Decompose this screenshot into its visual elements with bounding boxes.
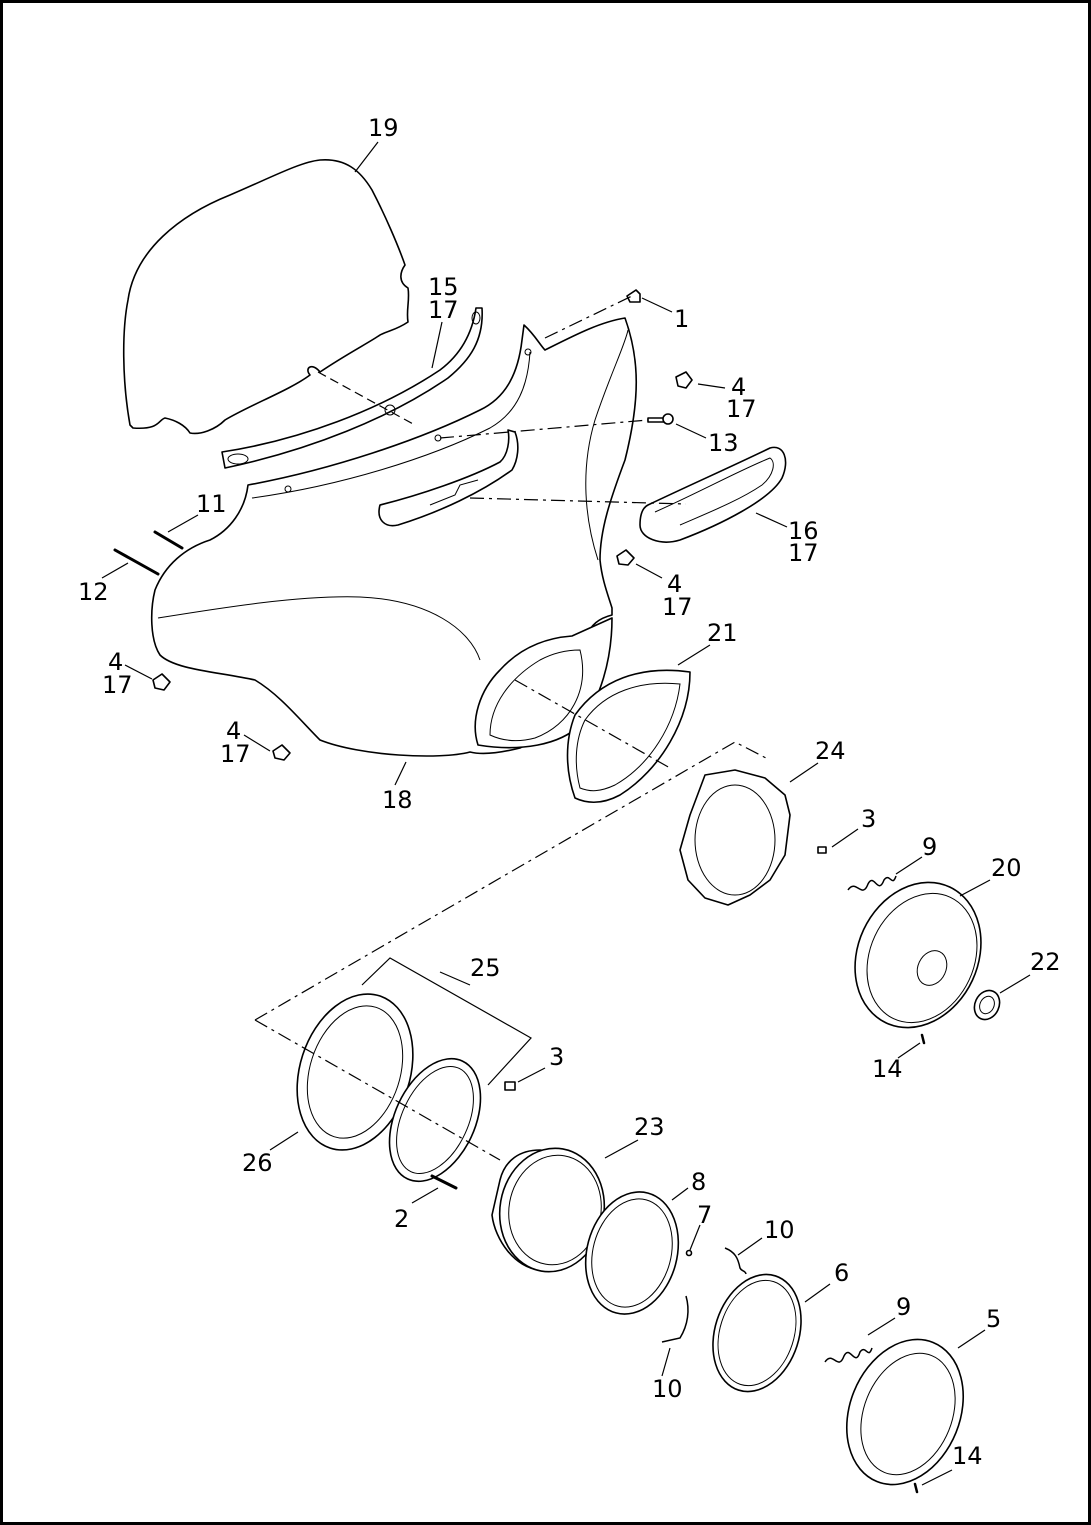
headlamp [491, 1147, 606, 1273]
inner-fairing-ring [566, 669, 691, 804]
wire-clip-lower [661, 1295, 689, 1343]
callout-16-17: 17 [788, 539, 819, 567]
callout-4-lower: 4 [226, 717, 241, 745]
lamp-emblem [973, 989, 1001, 1021]
callout-21: 21 [707, 619, 738, 647]
callout-16: 16 [788, 517, 819, 545]
callout-20: 20 [991, 854, 1022, 882]
clip-left [152, 673, 171, 691]
vent-trim [639, 446, 787, 543]
mounting-ring [296, 993, 414, 1151]
callout-9-lower: 9 [896, 1293, 911, 1321]
leader-lines [101, 141, 1031, 1486]
callout-22: 22 [1030, 948, 1061, 976]
headlamp-gasket [712, 1273, 802, 1393]
callout-4-left: 4 [108, 648, 123, 676]
callout-4-upper: 4 [731, 373, 746, 401]
wire-clip-upper [724, 1247, 747, 1275]
callout-9-upper: 9 [922, 833, 937, 861]
pin-11 [153, 530, 184, 550]
callout-5: 5 [986, 1305, 1001, 1333]
screw-14-upper [920, 1033, 926, 1045]
exploded-parts-diagram: 19 15 17 1 4 17 13 16 17 4 17 11 12 4 17… [78, 114, 1061, 1494]
windshield [122, 159, 410, 435]
callout-labels: 19 15 17 1 4 17 13 16 17 4 17 11 12 4 17… [78, 114, 1061, 1470]
callout-10-lower: 10 [652, 1375, 683, 1403]
callout-bracket-25 [361, 957, 532, 1086]
screw-1 [626, 289, 641, 303]
callout-3-upper: 3 [861, 805, 876, 833]
spring-lower [824, 1347, 873, 1363]
callout-4-left-17: 17 [102, 671, 133, 699]
callout-14-upper: 14 [872, 1055, 903, 1083]
screw-14-lower [913, 1482, 919, 1494]
callout-18: 18 [382, 786, 413, 814]
screw-3-lower [504, 1081, 516, 1091]
passing-lamp [854, 881, 982, 1029]
callout-14-lower: 14 [952, 1442, 983, 1470]
callout-2: 2 [394, 1205, 409, 1233]
mounting-bracket [679, 769, 791, 906]
bolt-13 [647, 413, 674, 425]
callout-24: 24 [815, 737, 846, 765]
callout-15: 15 [428, 273, 459, 301]
outer-trim-ring [845, 1338, 965, 1486]
callout-12: 12 [78, 578, 109, 606]
callout-19: 19 [368, 114, 399, 142]
callout-15-17: 17 [428, 296, 459, 324]
callout-4-mid-17: 17 [662, 593, 693, 621]
callout-23: 23 [634, 1113, 665, 1141]
clip-lower [272, 744, 291, 761]
callout-8: 8 [691, 1168, 706, 1196]
clip-upper [675, 371, 693, 389]
callout-4-mid: 4 [667, 570, 682, 598]
callout-1: 1 [674, 305, 689, 333]
callout-7: 7 [697, 1201, 712, 1229]
callout-6: 6 [834, 1259, 849, 1287]
callout-11: 11 [196, 490, 227, 518]
callout-13: 13 [708, 429, 739, 457]
clip-mid [616, 549, 635, 566]
headlamp-trim-ring [584, 1191, 680, 1315]
spring-upper [847, 875, 897, 891]
screw-7 [685, 1249, 693, 1257]
retaining-ring [388, 1057, 482, 1183]
assembly-lines [254, 295, 767, 1161]
callout-25: 25 [470, 954, 501, 982]
windshield-trim [221, 307, 483, 469]
callout-4-upper-17: 17 [726, 395, 757, 423]
callout-3-lower: 3 [549, 1043, 564, 1071]
pin-12 [113, 548, 160, 576]
callout-4-lower-17: 17 [220, 740, 251, 768]
callout-10-upper: 10 [764, 1216, 795, 1244]
callout-26: 26 [242, 1149, 273, 1177]
screw-3-upper [817, 846, 827, 854]
screw-2 [430, 1174, 458, 1190]
